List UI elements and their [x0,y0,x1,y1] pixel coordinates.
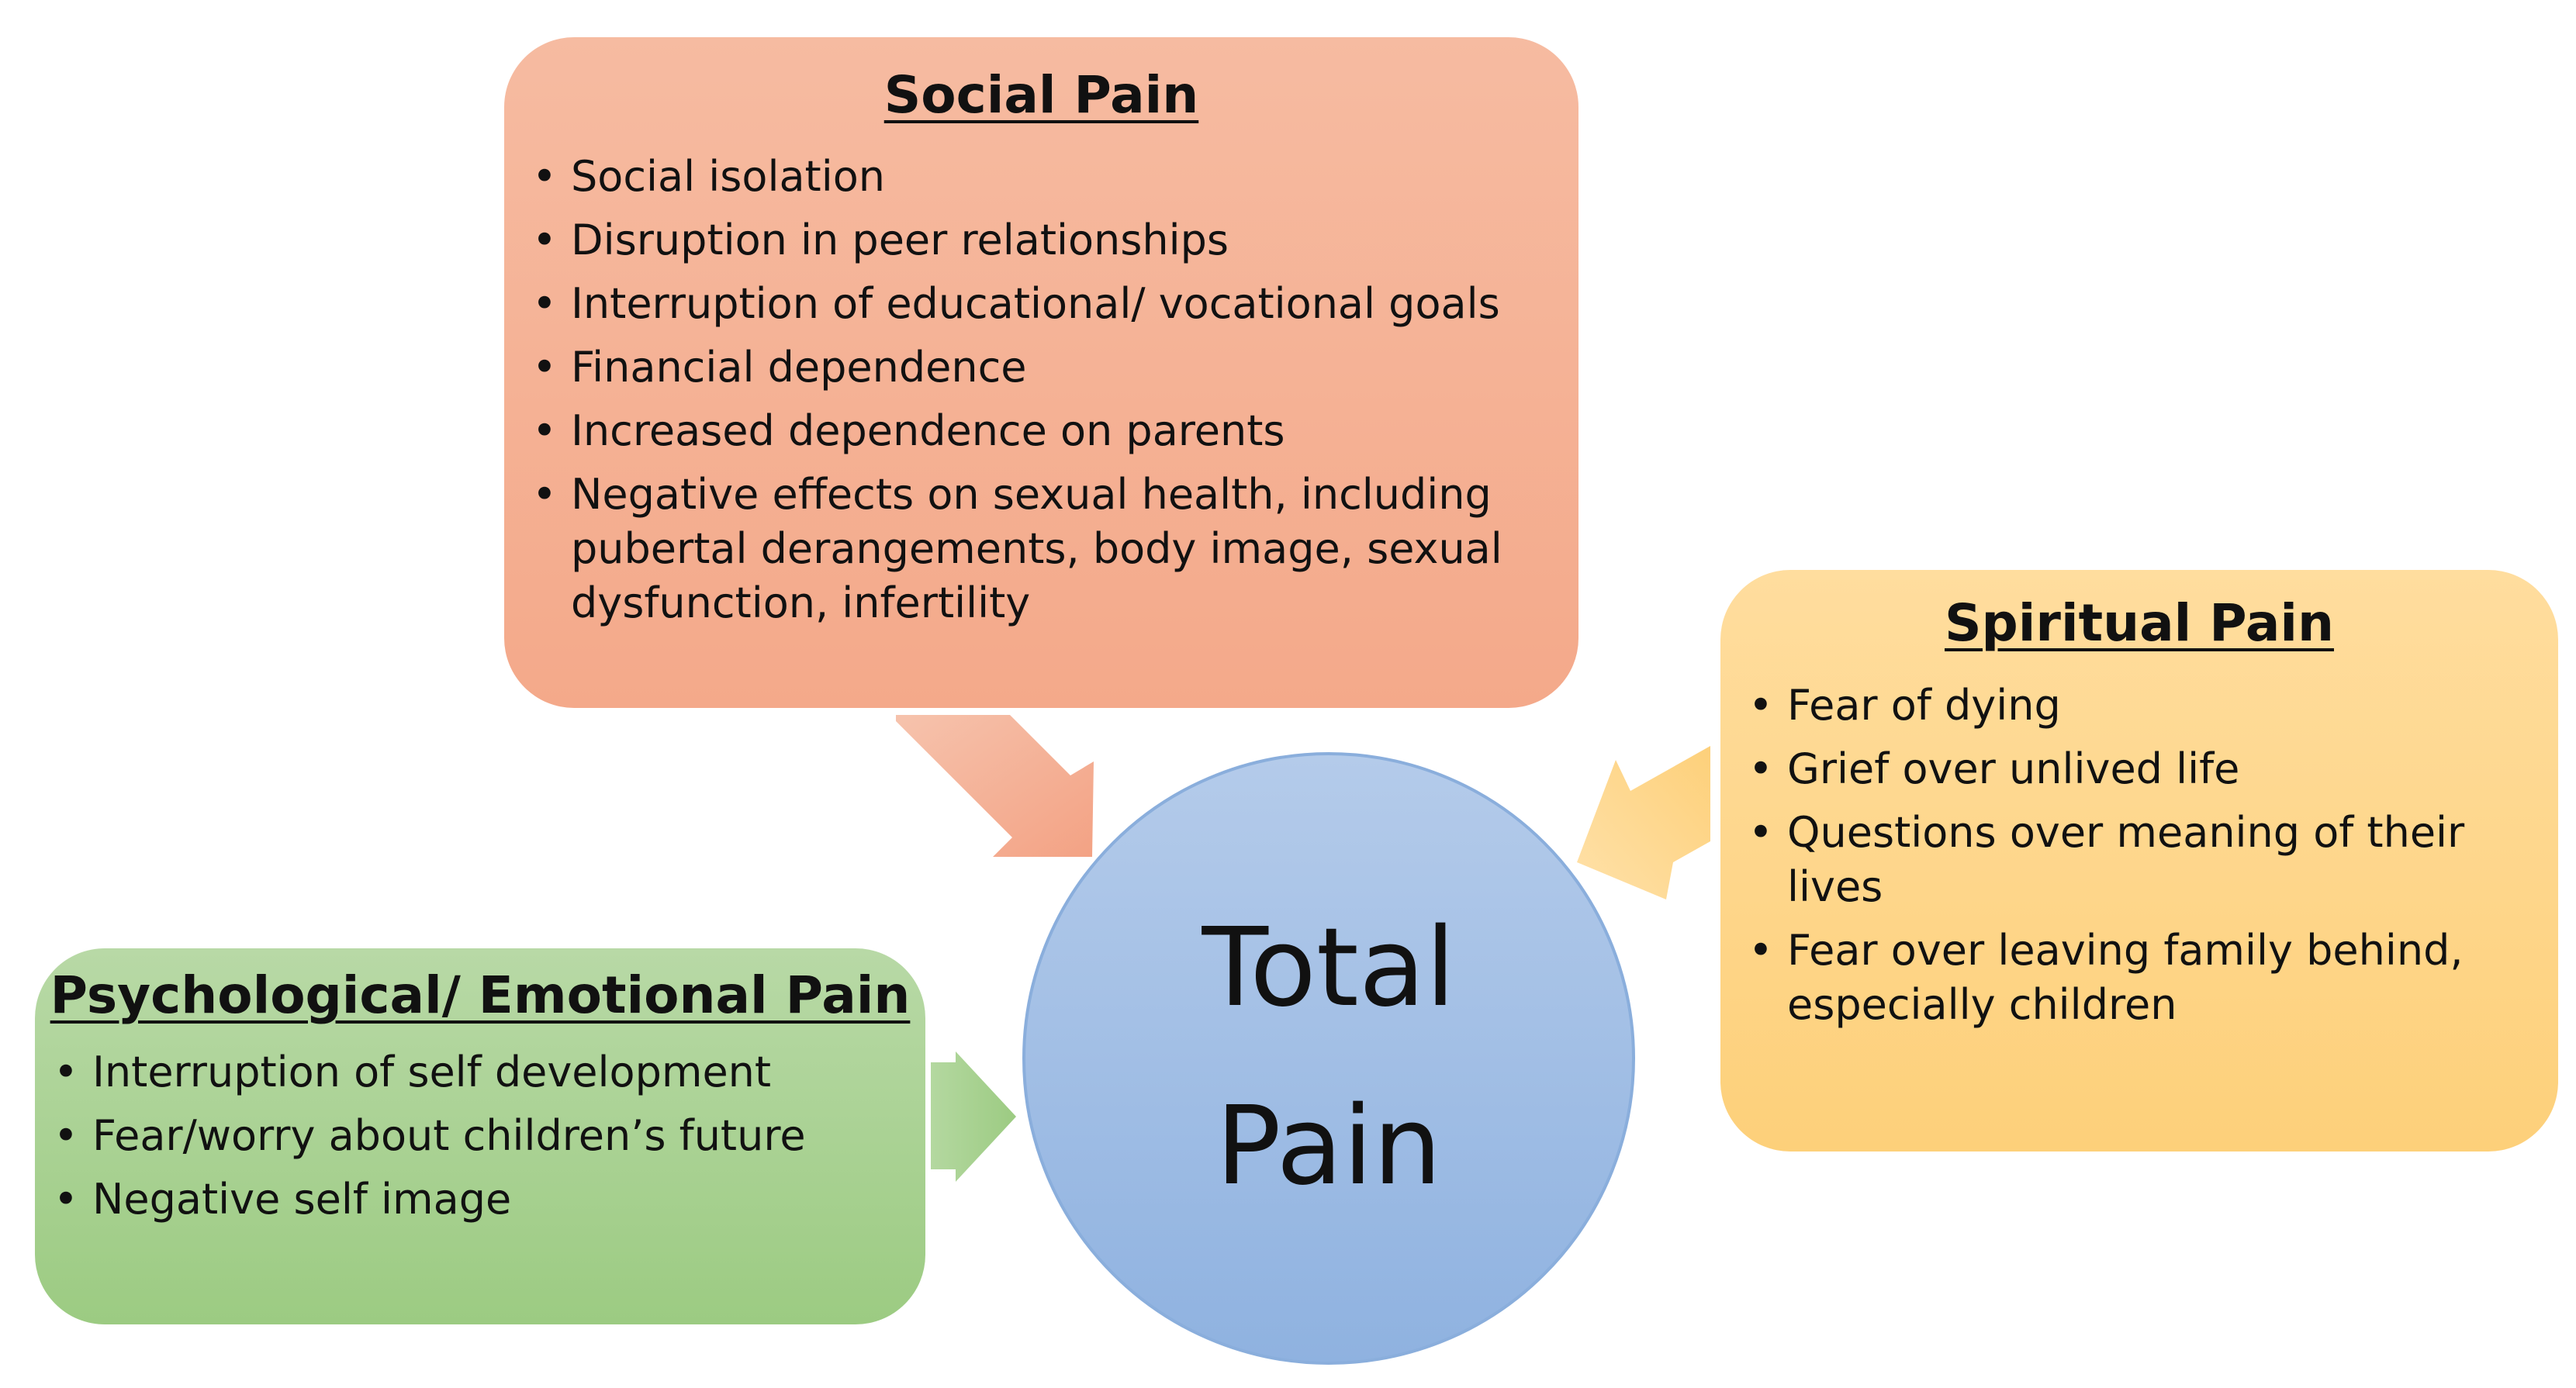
spiritual-arrow [1577,746,1710,899]
bullet-icon: • [532,343,557,392]
list-item: •Fear of dying [1748,678,2558,733]
bullet-icon: • [1748,744,1773,793]
total-pain-line-1: Total [1202,905,1456,1031]
bullet-icon: • [1748,681,1773,730]
list-item: •Interruption of self development [54,1045,806,1100]
social-pain-title: Social Pain [883,65,1199,125]
bullet-icon: • [532,216,557,264]
spiritual-pain-title: Spiritual Pain [1945,593,2334,653]
bullet-icon: • [54,1111,78,1160]
psychological-pain-title: Psychological/ Emotional Pain [50,965,911,1025]
list-item: •Questions over meaning of their lives [1748,806,2558,914]
bullet-icon: • [54,1175,78,1224]
total-pain-line-2: Pain [1215,1083,1442,1210]
list-item: •Interruption of educational/ vocational… [532,277,1502,331]
list-item: •Negative self image [54,1172,806,1227]
bullet-icon: • [532,406,557,455]
bullet-icon: • [1748,808,1773,857]
spiritual-pain-box: Spiritual Pain •Fear of dying •Grief ove… [1720,570,2558,1151]
psychological-pain-list: •Interruption of self development •Fear/… [54,1045,806,1236]
social-arrow [896,715,1094,857]
bullet-icon: • [532,152,557,201]
bullet-icon: • [1748,926,1773,975]
total-pain-circle: Total Pain [1022,752,1635,1365]
list-item: •Disruption in peer relationships [532,213,1502,268]
list-item: •Fear over leaving family behind, especi… [1748,924,2558,1032]
list-item: •Grief over unlived life [1748,742,2558,796]
list-item: •Fear/worry about children’s future [54,1109,806,1163]
social-pain-list: •Social isolation •Disruption in peer re… [532,150,1502,640]
bullet-icon: • [532,470,557,519]
psychological-pain-box: Psychological/ Emotional Pain •Interrupt… [35,948,925,1324]
psychological-arrow [931,1051,1016,1182]
list-item: •Increased dependence on parents [532,404,1502,458]
list-item: •Negative effects on sexual health, incl… [532,468,1502,630]
social-pain-box: Social Pain •Social isolation •Disruptio… [504,37,1578,708]
bullet-icon: • [54,1048,78,1096]
spiritual-pain-list: •Fear of dying •Grief over unlived life … [1748,678,2558,1041]
list-item: •Social isolation [532,150,1502,204]
list-item: •Financial dependence [532,340,1502,395]
bullet-icon: • [532,279,557,328]
